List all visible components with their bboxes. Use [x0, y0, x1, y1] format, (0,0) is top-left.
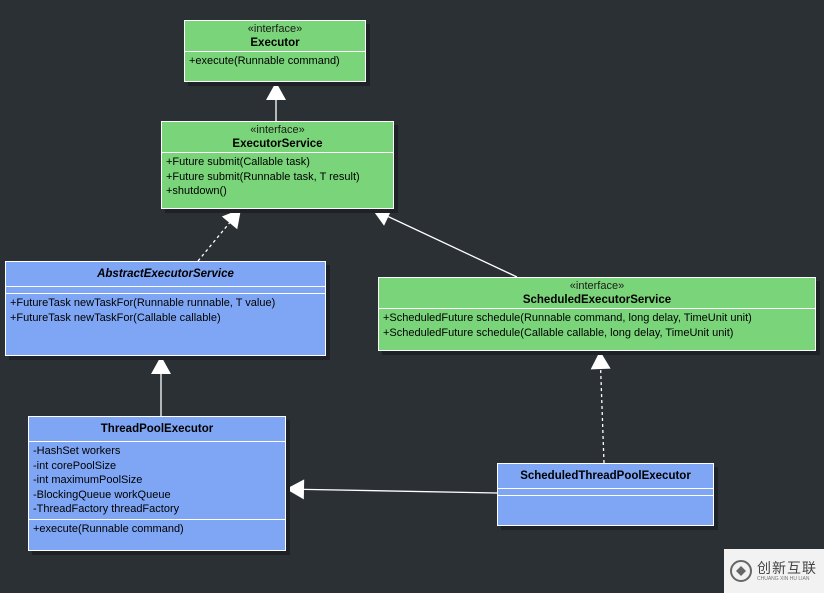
class-method: +ScheduledFuture schedule(Runnable comma… [383, 312, 752, 324]
arrowhead-icon [151, 356, 171, 374]
arrowhead-icon [266, 82, 286, 100]
class-attribute: -BlockingQueue workQueue [33, 488, 171, 501]
class-method: +execute(Runnable command) [33, 522, 184, 535]
relation-line-generalization [303, 488, 498, 494]
class-attribute: -int maximumPoolSize [33, 474, 143, 486]
class-header: «interface» Executor [185, 21, 365, 51]
methods-section: +Future submit(Callable task) +Future sub… [162, 152, 393, 201]
arrowhead-icon [286, 479, 305, 500]
methods-section [498, 495, 713, 502]
arrowhead-icon [372, 207, 393, 226]
class-stereotype: «interface» [247, 23, 303, 35]
attributes-section: -HashSet workers -int corePoolSize -int ma… [29, 441, 285, 519]
class-header: ThreadPoolExecutor [29, 417, 285, 441]
class-method: +Future submit(Runnable task, T result) [166, 170, 360, 183]
methods-section: +execute(Runnable command) [29, 518, 285, 539]
methods-section: +execute(Runnable command) [185, 51, 365, 71]
class-header: ScheduledThreadPoolExecutor [498, 464, 713, 488]
class-name: ThreadPoolExecutor [100, 423, 214, 435]
class-box-scheduled-executor-service: «interface» ScheduledExecutorService +Sche… [378, 277, 816, 351]
watermark: 创新互联 CHUANG XIN HU LIAN [724, 549, 824, 593]
relation-line-realization [599, 368, 605, 464]
class-stereotype: «interface» [250, 124, 305, 136]
class-name: AbstractExecutorService [97, 268, 234, 280]
class-name: ScheduledExecutorService [522, 294, 672, 306]
attributes-section [6, 286, 325, 293]
attributes-section [498, 488, 713, 495]
class-attribute: -int corePoolSize [33, 459, 117, 472]
class-box-scheduled-thread-pool-executor: ScheduledThreadPoolExecutor [497, 463, 714, 526]
class-name: ExecutorService [232, 138, 323, 150]
relation-line-realization [197, 222, 231, 262]
class-box-abstract-executor-service: AbstractExecutorService +FutureTask newTa… [5, 261, 326, 356]
class-box-executor: «interface» Executor +execute(Runnable com… [184, 20, 366, 82]
class-name: ScheduledThreadPoolExecutor [520, 470, 691, 482]
brand-logo-icon [730, 560, 752, 582]
class-header: «interface» ExecutorService [162, 122, 393, 152]
class-header: «interface» ScheduledExecutorService [379, 278, 815, 308]
class-name: Executor [250, 37, 300, 49]
class-method: +ScheduledFuture schedule(Callable calla… [383, 326, 734, 339]
class-box-thread-pool-executor: ThreadPoolExecutor -HashSet workers -int c… [28, 416, 286, 551]
methods-section: +ScheduledFuture schedule(Runnable comma… [379, 308, 815, 342]
watermark-subtext: CHUANG XIN HU LIAN [757, 575, 810, 582]
class-attribute: -ThreadFactory threadFactory [33, 503, 180, 515]
class-attribute: -HashSet workers [33, 445, 121, 457]
class-method: +Future submit(Callable task) [166, 156, 310, 168]
arrowhead-icon [221, 209, 241, 230]
class-method: +shutdown() [166, 185, 227, 197]
class-header: AbstractExecutorService [6, 262, 325, 286]
class-box-executor-service: «interface» ExecutorService +Future submit… [161, 121, 394, 209]
relation-line-generalization [388, 216, 518, 278]
class-method: +execute(Runnable command) [189, 55, 340, 67]
methods-section: +FutureTask newTaskFor(Runnable runnable… [6, 293, 325, 327]
watermark-text: 创新互联 [757, 559, 817, 576]
class-stereotype: «interface» [569, 280, 625, 292]
arrowhead-icon [590, 351, 611, 370]
class-method: +FutureTask newTaskFor(Callable callable… [10, 311, 221, 324]
class-method: +FutureTask newTaskFor(Runnable runnable… [10, 297, 276, 309]
